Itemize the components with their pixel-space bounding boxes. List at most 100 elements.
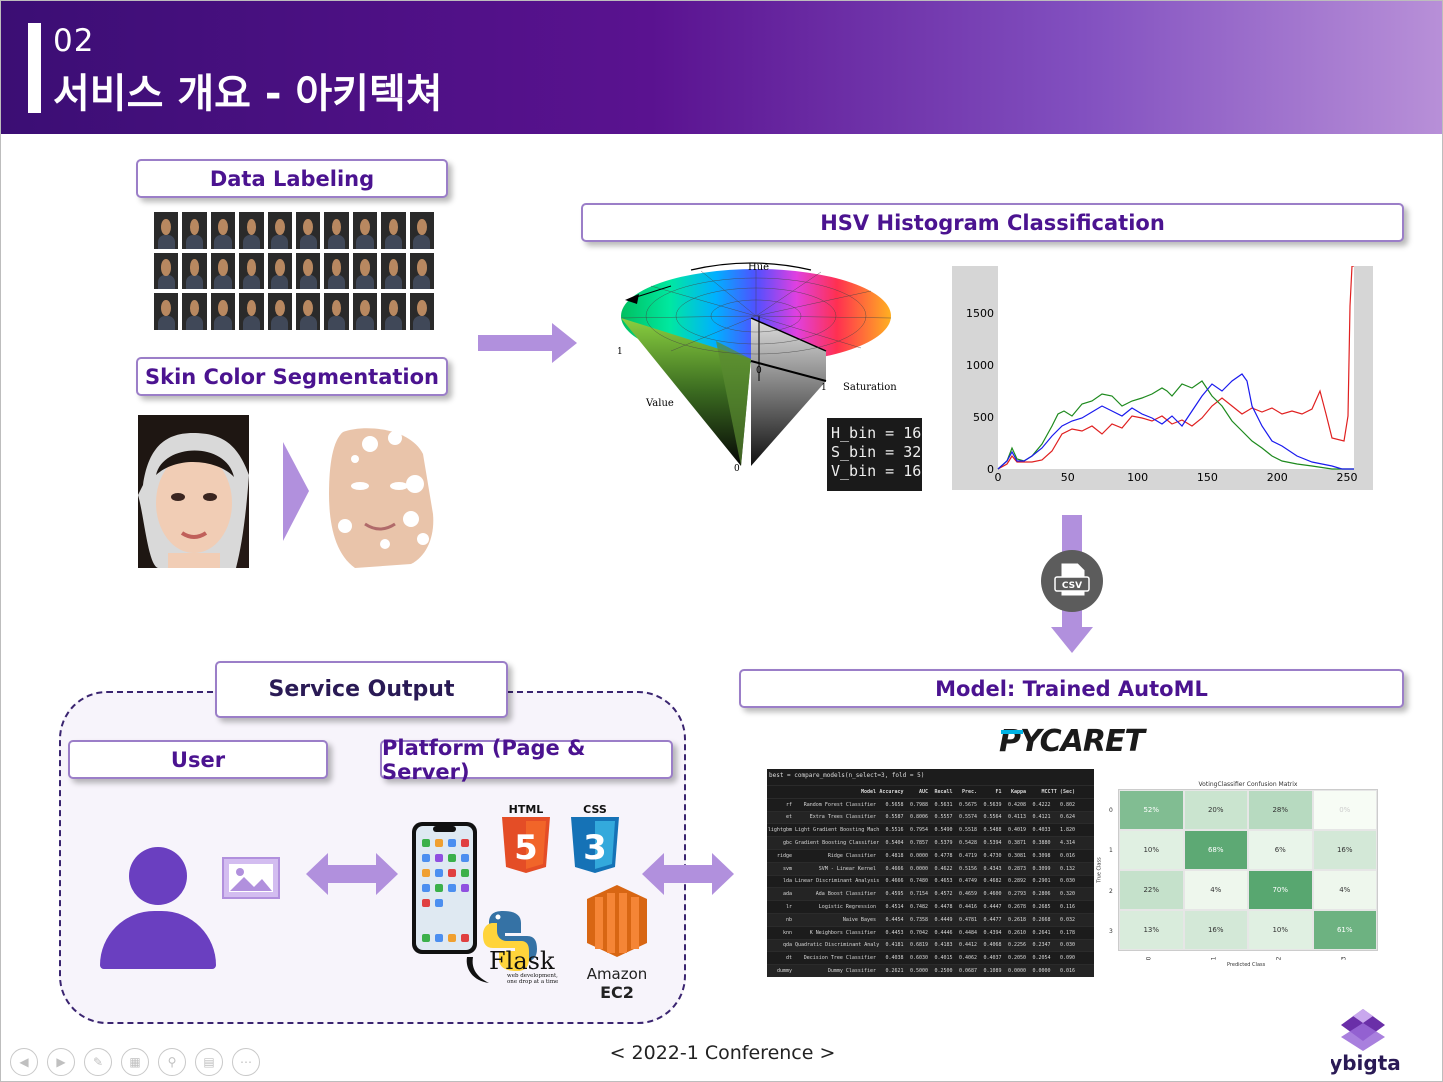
face-thumbnail xyxy=(239,212,264,249)
slides-icon[interactable]: ▦ xyxy=(121,1048,149,1076)
table-cell: 0.2256 xyxy=(1007,942,1026,949)
histogram-x-tick: 100 xyxy=(1127,471,1148,484)
table-cell: 0.4038 xyxy=(885,955,904,962)
confusion-cell: 10% xyxy=(1248,910,1313,950)
table-cell: knn xyxy=(782,929,792,936)
segmented-skin-photo xyxy=(329,428,434,568)
amazon-ec2-logo: Amazon EC2 xyxy=(587,885,647,1002)
prev-icon[interactable]: ◀ xyxy=(10,1048,38,1076)
table-cell: 0.2901 xyxy=(1032,878,1051,885)
face-thumbnail xyxy=(267,252,292,290)
table-cell: 0.7042 xyxy=(909,929,928,936)
page-title: 서비스 개요 - 아키텍쳐 xyxy=(53,71,443,117)
table-cell: 0.0000 xyxy=(1032,968,1051,975)
face-thumbnail xyxy=(381,252,406,290)
table-cell: 0.4778 xyxy=(934,852,953,859)
table-cell: Random Forest Classifier xyxy=(803,801,876,808)
face-thumbnail xyxy=(352,212,378,249)
histogram-x-tick: 150 xyxy=(1197,471,1218,484)
table-cell: 0.5557 xyxy=(934,814,953,821)
table-cell: 0.5488 xyxy=(983,827,1002,834)
html-logo-number: 5 xyxy=(514,828,538,868)
table-cell: 0.016 xyxy=(1059,852,1075,859)
table-cell: Decision Tree Classifier xyxy=(803,955,876,962)
flow-arrow-right xyxy=(478,323,577,363)
face-thumbnail xyxy=(154,252,179,290)
table-cell: 0.7482 xyxy=(909,904,928,911)
subtitle-icon[interactable]: ▤ xyxy=(195,1048,223,1076)
table-cell: 0.5658 xyxy=(885,801,904,808)
table-cell: 0.4666 xyxy=(885,878,904,885)
compare-models-table: best = compare_models(n_select=3, fold =… xyxy=(767,769,1094,977)
table-cell: 0.4719 xyxy=(958,852,977,859)
table-cell: Ada Boost Classifier xyxy=(815,891,876,898)
table-cell: 0.4068 xyxy=(983,942,1002,949)
face-thumbnail xyxy=(409,212,434,249)
histogram-y-tick: 1500 xyxy=(966,307,994,320)
face-thumbnail xyxy=(239,252,264,290)
section-number: 02 xyxy=(53,23,95,59)
header-accent-bar xyxy=(28,23,41,113)
table-cell: nb xyxy=(785,916,792,923)
table-header-cell: TT (Sec) xyxy=(1050,788,1075,795)
table-cell: 0.178 xyxy=(1059,929,1075,936)
face-thumbnail xyxy=(182,212,207,249)
cm-col-label-0: 0 xyxy=(1145,956,1153,961)
cm-col-label-1: 1 xyxy=(1210,956,1218,961)
original-face-photo xyxy=(138,415,249,568)
table-cell: 0.4477 xyxy=(983,916,1002,923)
face-thumbnail xyxy=(295,252,321,290)
pycaret-logo-text: PYCARET xyxy=(999,727,1147,753)
table-cell: 0.3099 xyxy=(1032,865,1051,872)
h-bin-text: H_bin = 16 xyxy=(831,424,922,442)
histogram-x-tick: 200 xyxy=(1267,471,1288,484)
face-thumbnail xyxy=(154,293,179,330)
table-cell: 0.4222 xyxy=(1032,801,1051,808)
table-cell: 0.7480 xyxy=(909,878,928,885)
face-thumbnail xyxy=(210,212,236,249)
table-header-cell: Accuracy xyxy=(879,788,904,795)
table-cell: 0.3871 xyxy=(1007,840,1026,847)
css-logo-text: CSS xyxy=(583,803,607,816)
table-cell: 0.4653 xyxy=(934,878,953,885)
table-cell: 0.0000 xyxy=(1007,968,1026,975)
table-cell: 0.5379 xyxy=(934,840,953,847)
table-cell: 0.4454 xyxy=(885,916,904,923)
more-icon[interactable]: ⋯ xyxy=(232,1048,260,1076)
table-cell: 0.4484 xyxy=(958,929,977,936)
table-cell: 0.2050 xyxy=(1007,955,1026,962)
hsv-cone-diagram: Hue Saturation Value 1 1 0 0 xyxy=(617,262,897,474)
pen-icon[interactable]: ✎ xyxy=(84,1048,112,1076)
table-cell: 0.5574 xyxy=(958,814,977,821)
confusion-cell: 4% xyxy=(1183,870,1248,910)
table-cell: 0.5564 xyxy=(983,814,1002,821)
table-cell: 0.2618 xyxy=(1007,916,1026,923)
table-cell: 0.4037 xyxy=(983,955,1002,962)
series-red-line xyxy=(997,265,1354,470)
confusion-cell: 22% xyxy=(1119,870,1184,910)
table-cell: 0.4033 xyxy=(1032,827,1051,834)
face-thumbnail xyxy=(154,212,179,249)
histogram-x-tick: 50 xyxy=(1061,471,1075,484)
table-cell: 0.4015 xyxy=(934,955,953,962)
html5-logo: HTML 5 xyxy=(502,803,550,873)
table-header-cell: MCC xyxy=(1041,788,1051,795)
flask-tagline-1: web development, xyxy=(507,973,558,979)
next-icon[interactable]: ▶ xyxy=(47,1048,75,1076)
face-thumbnail xyxy=(409,293,434,330)
zoom-icon[interactable]: ⚲ xyxy=(158,1048,186,1076)
table-cell: 0.4478 xyxy=(934,904,953,911)
table-cell: 0.7154 xyxy=(909,891,928,898)
table-cell: 0.4659 xyxy=(958,891,977,898)
csv-file-icon: CSV xyxy=(1041,550,1103,612)
histogram-x-tick: 250 xyxy=(1337,471,1358,484)
table-cell: 0.116 xyxy=(1059,904,1075,911)
table-cell: 0.2793 xyxy=(1007,891,1026,898)
